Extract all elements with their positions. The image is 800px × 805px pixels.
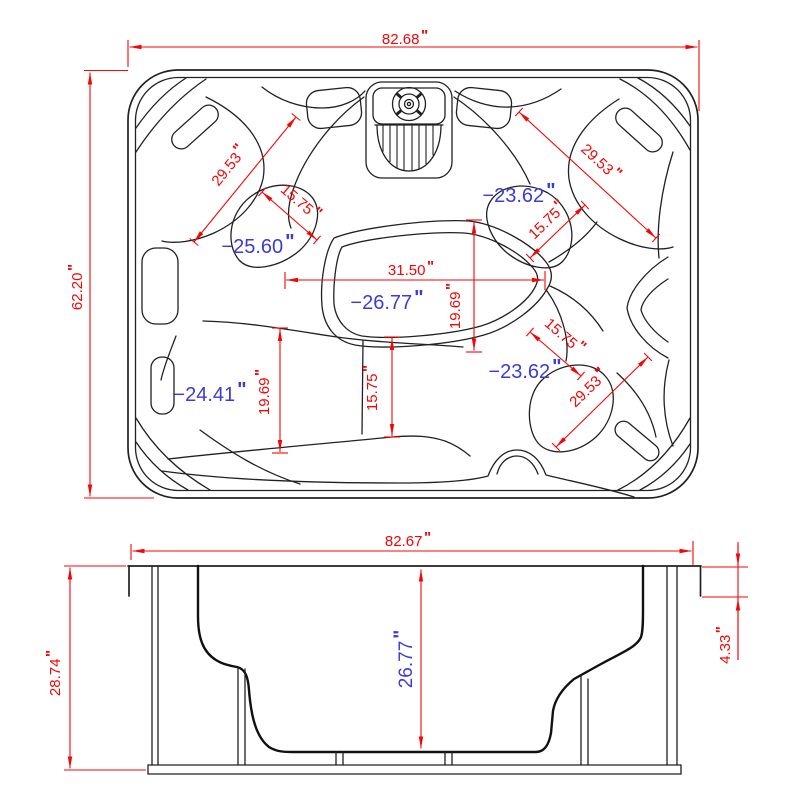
tick [291,113,301,121]
seat-contour-line [160,335,177,381]
top-view-dimensions [84,40,700,499]
corner-pad-line [135,77,187,129]
headrest-lower-right [614,420,660,462]
footwell-outer [320,220,553,348]
dim-line-diag-upper-left [193,116,297,243]
dim-label-lip-height: 4.33" [713,626,734,664]
tick [580,200,590,210]
lounger-divider [361,340,364,435]
lounger-top-edge [202,320,464,348]
corner-pad-line [135,441,189,491]
knob-tabs [395,92,423,116]
dim-line-diag-upper-right [518,111,657,239]
dim-label-overall-depth: 62.20" [65,264,86,310]
seat-contour-line [261,86,366,109]
depth-label-lounger: −24.41" [173,379,246,406]
tick [643,352,653,362]
tub-outer-rim [127,69,699,499]
dim-label-overall-width: 82.68" [382,27,428,48]
bottom-arch-inner [496,455,539,475]
grill-ribs [382,125,434,171]
seat-contour-line [657,151,674,259]
tick [312,235,322,245]
tick [189,238,199,246]
corner-pad-line [135,78,207,153]
pillow-left [305,86,363,130]
footwell-inner [333,232,539,339]
seat-contour-line [548,221,598,263]
seat-contour-line [616,372,657,438]
dim-line-seat-upper-right [529,204,586,259]
dim-line-seat-upper-left [261,191,318,241]
tick [525,327,535,337]
seat-contour-line [199,429,301,485]
left-armrest-pill [150,356,175,415]
corner-pad-line [135,417,211,491]
depth-label-lower-right-seat: −23.62" [488,356,561,383]
side-view: 82.67" 28.74" 4.33" 26.77" [43,529,748,775]
support-braces [237,667,589,766]
fan-outer [626,256,669,359]
side-view-labels: 82.67" 28.74" 4.33" 26.77" [43,529,734,696]
corner-pad-line [637,77,691,127]
top-view-red-labels: 82.68" 62.20" 29.53" 15.75" 29.53" 15.75… [65,27,625,415]
dim-label-seat-lower-right: 15.75" [541,312,590,358]
jet-knob-icon [406,101,412,107]
right-fan-feature [626,256,669,359]
dim-label-lounger-left: 19.69" [252,369,273,415]
tub-inner-rim [134,76,692,492]
control-panel-body [365,81,453,179]
pillow-right [455,86,513,130]
top-view-outline [127,69,699,499]
dim-label-footwell-width: 31.50" [388,258,434,279]
depth-label-shell-inner: 26.77" [391,630,417,689]
dim-label-seat-upper-left: 15.75" [277,178,326,224]
left-step [141,247,179,325]
dim-label-side-overall-width: 82.67" [385,529,431,550]
depth-label-upper-right-seat: −23.62" [482,180,555,207]
dim-label-diag-upper-right: 29.53" [577,138,625,185]
depth-label-footwell: −26.77" [350,287,423,314]
seat-contour-line [161,96,265,243]
shell-cross-section [196,564,645,754]
dim-label-diag-upper-left: 29.53" [205,140,250,189]
jet-knob-icon [391,86,427,122]
dim-label-diag-lower-right: 29.53" [564,364,612,411]
side-view-dimensions [64,541,748,771]
headrest-upper-left [171,104,219,150]
bottom-rim-wave [161,449,635,498]
seat-contour-line [453,96,531,185]
corner-pads [135,77,691,491]
depth-label-upper-left-seat: −25.60" [221,231,294,258]
dim-label-footwell-length: 19.69" [443,283,464,329]
control-panel [305,81,513,179]
footwell-island [320,220,553,348]
seat-contour-line [663,359,674,447]
tick [514,107,524,117]
waterfall-grill [376,124,442,172]
fan-inner [640,278,669,343]
tick [525,253,535,263]
top-view: 82.68" 62.20" 29.53" 15.75" 29.53" 15.75… [65,27,700,499]
side-view-structure [127,564,702,775]
jet-knob-icon [403,98,415,110]
seat-contour-line [454,88,562,108]
dim-label-side-overall-height: 28.74" [43,650,64,696]
seat-contour-line [549,285,604,332]
corner-pad-line [619,78,691,151]
dim-label-lounger-center: 15.75" [360,365,381,411]
headrest-upper-right [615,107,663,153]
dim-line-diag-lower-right [555,356,649,448]
top-view-blue-labels: −25.60" −23.62" −26.77" −24.41" −23.62" [173,180,561,406]
jet-knob-icon [398,93,420,115]
tick [651,233,661,243]
tick [257,187,267,197]
corner-pad-line [639,443,691,491]
left-side-features [141,247,179,415]
tick [551,442,561,452]
corner-pad-line [617,417,691,491]
